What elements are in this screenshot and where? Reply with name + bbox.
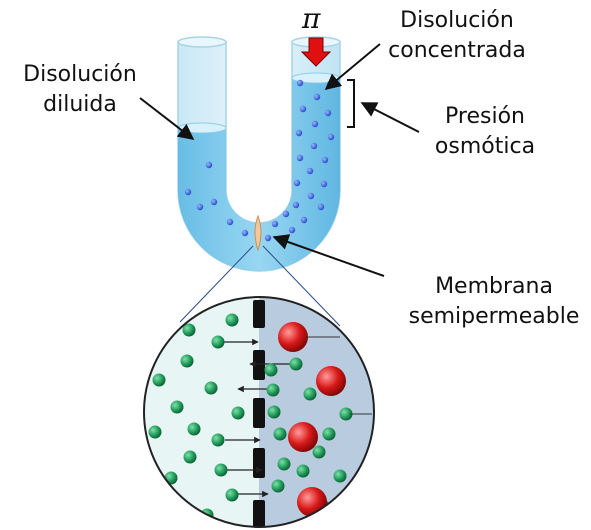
label-presion-line2: osmótica — [434, 134, 536, 159]
label-membrana: Membrana semipermeable — [404, 272, 584, 332]
label-presion: Presión osmótica — [420, 102, 550, 162]
pressure-bracket — [347, 79, 355, 128]
label-diluida: Disolución diluida — [5, 60, 155, 120]
label-presion-line1: Presión — [445, 104, 525, 129]
tube-liquid — [178, 78, 340, 271]
tube-particles — [183, 79, 335, 247]
membrane-shape — [254, 214, 262, 252]
pressure-arrow — [300, 37, 332, 67]
pi-symbol: π — [302, 2, 321, 35]
label-concentrada-line1: Disolución — [400, 8, 514, 33]
label-concentrada-line2: concentrada — [388, 38, 526, 63]
label-membrana-line1: Membrana — [435, 274, 553, 299]
label-membrana-line2: semipermeable — [408, 304, 580, 329]
label-diluida-line1: Disolución — [23, 62, 137, 87]
label-concentrada: Disolución concentrada — [372, 6, 542, 66]
label-diluida-line2: diluida — [43, 92, 117, 117]
